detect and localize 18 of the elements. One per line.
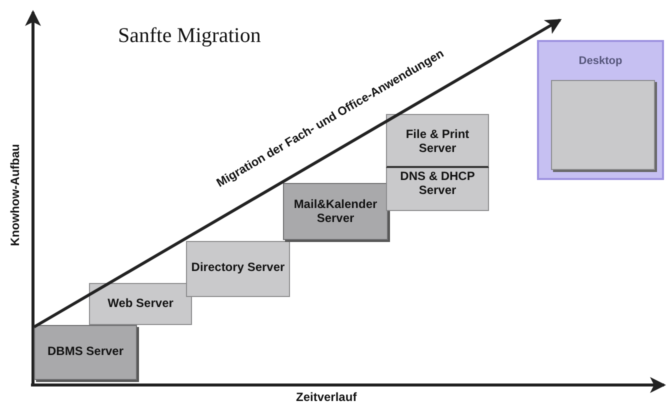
axis-label: Knowhow-Aufbau	[7, 144, 23, 246]
box-label: Mail&Kalender Server	[292, 196, 378, 225]
server-box	[386, 168, 489, 211]
box-label: Desktop	[578, 54, 622, 68]
diagram-title: Sanfte Migration	[118, 22, 261, 49]
axis-label: Zeitverlauf	[296, 389, 357, 406]
server-box	[186, 241, 290, 297]
box-label: Web Server	[108, 295, 174, 310]
server-box	[283, 183, 388, 240]
server-box	[386, 114, 489, 168]
box-label: Directory Server	[191, 259, 285, 274]
box-label: DNS & DHCP Server	[399, 168, 476, 197]
server-box	[89, 283, 192, 325]
box-label: DBMS Server	[47, 343, 124, 358]
box-label: File & Print Server	[404, 126, 470, 155]
server-box	[34, 325, 137, 380]
server-box	[537, 40, 664, 180]
empty-box	[551, 80, 655, 170]
